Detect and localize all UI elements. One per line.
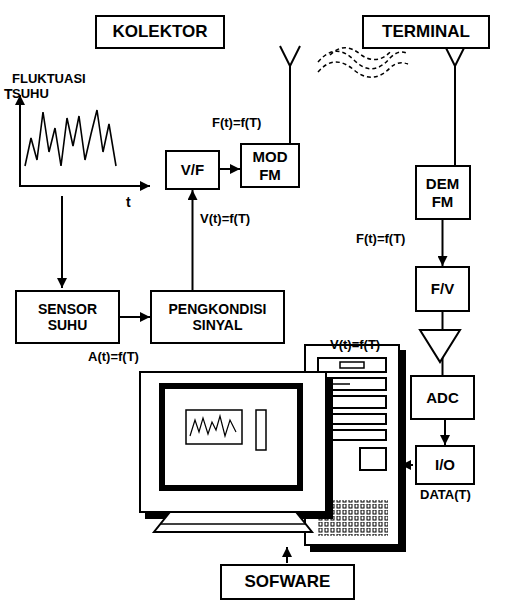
antenna <box>445 46 465 165</box>
node-content: SOFWARE <box>245 572 331 592</box>
title-box: TERMINAL <box>362 15 490 49</box>
signal-arrow <box>442 220 444 266</box>
process-box: DEM FM <box>415 165 471 220</box>
signal-label: t <box>126 194 131 210</box>
signal-label: T <box>4 86 13 102</box>
process-box: PENGKONDISI SINYAL <box>150 290 285 344</box>
node-content: SENSOR SUHU <box>28 301 108 333</box>
sense-arrow <box>61 196 63 288</box>
process-box: V/F <box>165 150 220 190</box>
process-box: SENSOR SUHU <box>15 290 120 344</box>
title-box: KOLEKTOR <box>95 15 225 49</box>
io-arrow <box>401 464 413 466</box>
node-content: TERMINAL <box>382 22 470 42</box>
signal-arrow <box>192 190 194 290</box>
node-label: DEM FM <box>421 175 465 210</box>
node-label: SOFWARE <box>245 572 331 592</box>
antenna <box>280 46 300 143</box>
node-label: I/O <box>435 456 455 473</box>
node-label: PENGKONDISI SINYAL <box>163 301 273 333</box>
signal-label: DATA(T) <box>420 488 471 503</box>
radio-waves <box>318 48 408 78</box>
process-box: MOD FM <box>240 143 300 188</box>
signal-arrow <box>444 420 446 445</box>
chart-axis <box>19 185 150 187</box>
amplifier-symbol <box>420 330 460 362</box>
node-content: MOD FM <box>248 148 292 183</box>
process-box: I/O <box>415 445 475 485</box>
temperature-wave <box>25 110 116 166</box>
node-content: DEM FM <box>421 175 465 210</box>
node-content: V/F <box>181 161 204 178</box>
node-content: I/O <box>435 456 455 473</box>
process-box: F/V <box>415 266 470 312</box>
signal-label: V(t)=f(T) <box>200 212 250 227</box>
computer-monitor <box>140 372 332 532</box>
temperature-chart <box>19 95 150 186</box>
signal-label: F(t)=f(T) <box>356 232 405 247</box>
process-box: SOFWARE <box>220 564 355 600</box>
node-content: F/V <box>431 280 454 297</box>
signal-arrow <box>120 316 150 318</box>
signal-label: FLUKTUASI SUHU <box>12 72 102 102</box>
node-label: ADC <box>426 389 459 406</box>
node-label: MOD FM <box>248 148 292 183</box>
signal-label: A(t)=f(T) <box>88 350 139 365</box>
chart-axis <box>19 95 21 186</box>
signal-label: V(t)=f(T) <box>330 338 380 353</box>
node-content: PENGKONDISI SINYAL <box>163 301 273 333</box>
process-box: ADC <box>410 375 475 420</box>
node-label: TERMINAL <box>382 22 470 42</box>
node-label: F/V <box>431 280 454 297</box>
signal-arrow <box>220 168 240 170</box>
node-label: SENSOR SUHU <box>28 301 108 333</box>
node-label: V/F <box>181 161 204 178</box>
software-arrow <box>286 547 288 563</box>
signal-label: F(t)=f(T) <box>212 116 261 131</box>
node-content: ADC <box>426 389 459 406</box>
node-content: KOLEKTOR <box>112 22 207 42</box>
node-label: KOLEKTOR <box>112 22 207 42</box>
